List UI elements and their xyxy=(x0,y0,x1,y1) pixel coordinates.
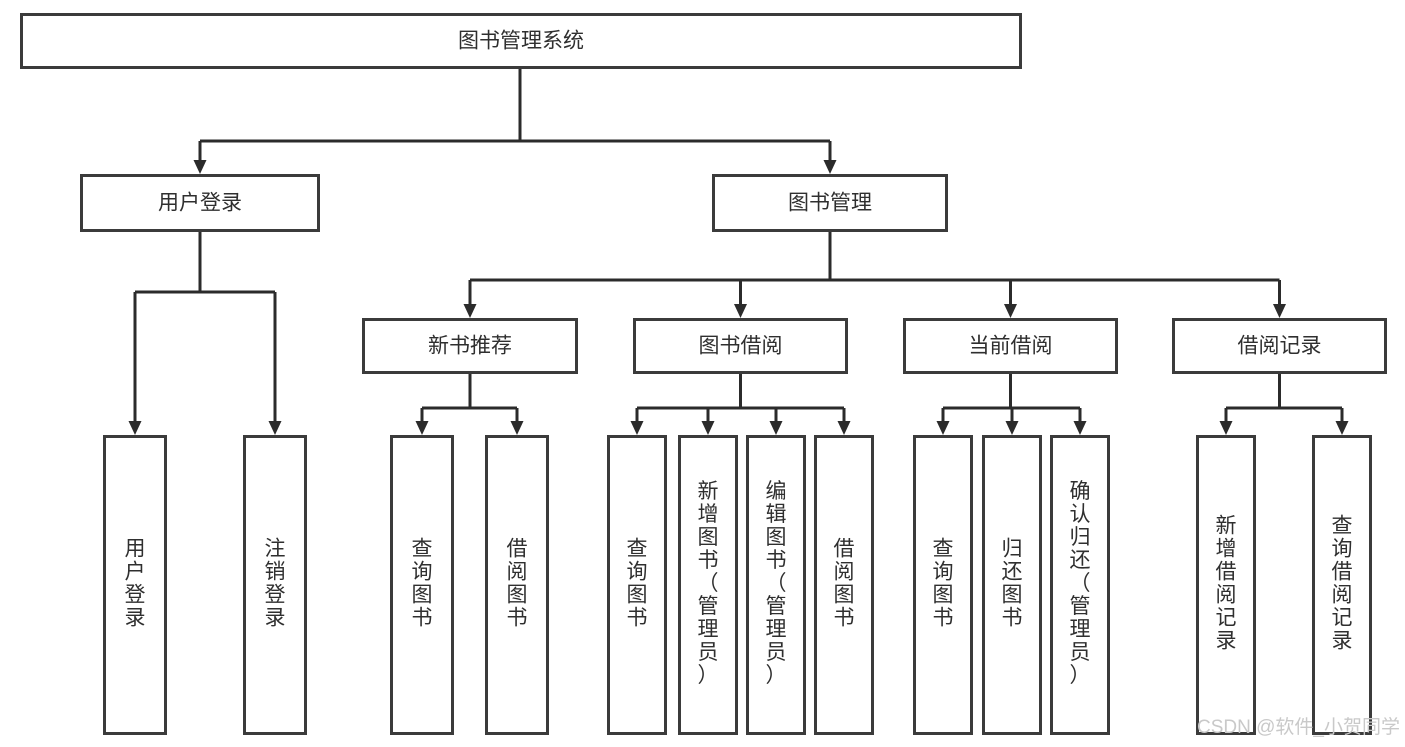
connector-group-borrow-record xyxy=(1219,374,1349,435)
arrow-head-icon xyxy=(193,160,207,174)
node-leaf-confirm-return-admin[interactable]: 确认归还（管理员） xyxy=(1050,435,1110,735)
arrow-head-icon xyxy=(1335,421,1349,435)
connector-group-new-book-recommend xyxy=(415,374,524,435)
arrow-head-icon xyxy=(837,421,851,435)
node-current-borrow[interactable]: 当前借阅 xyxy=(903,318,1118,374)
node-leaf-user-login[interactable]: 用户登录 xyxy=(103,435,167,735)
node-leaf-borrow-book-1[interactable]: 借阅图书 xyxy=(485,435,549,735)
arrow-head-icon xyxy=(415,421,429,435)
arrow-head-icon xyxy=(1273,304,1286,318)
node-root-图书管理系统[interactable]: 图书管理系统 xyxy=(20,13,1022,69)
node-leaf-add-borrow-record[interactable]: 新增借阅记录 xyxy=(1196,435,1256,735)
node-new-book-recommend[interactable]: 新书推荐 xyxy=(362,318,578,374)
node-label: 确认归还（管理员） xyxy=(1070,480,1091,687)
arrow-head-icon xyxy=(128,421,142,435)
node-label: 当前借阅 xyxy=(969,335,1053,358)
node-label: 图书借阅 xyxy=(699,335,783,358)
arrow-head-icon xyxy=(510,421,524,435)
csdn-watermark: CSDN @软件_小贺同学 xyxy=(1197,716,1400,738)
node-label: 查询借阅记录 xyxy=(1332,515,1353,653)
connector-group-book-borrow xyxy=(630,374,851,435)
node-book-manage[interactable]: 图书管理 xyxy=(712,174,948,232)
arrow-head-icon xyxy=(268,421,282,435)
node-label: 借阅图书 xyxy=(507,538,528,630)
arrow-head-icon xyxy=(701,421,715,435)
arrow-head-icon xyxy=(1004,304,1017,318)
arrow-head-icon xyxy=(769,421,783,435)
node-label: 查询图书 xyxy=(933,538,954,630)
node-label: 图书管理系统 xyxy=(458,30,584,53)
node-leaf-borrow-book-2[interactable]: 借阅图书 xyxy=(814,435,874,735)
node-leaf-query-book-3[interactable]: 查询图书 xyxy=(913,435,973,735)
node-user-login[interactable]: 用户登录 xyxy=(80,174,320,232)
node-borrow-record[interactable]: 借阅记录 xyxy=(1172,318,1387,374)
node-label: 图书管理 xyxy=(788,192,872,215)
connector-group-book-manage xyxy=(463,232,1286,318)
connector-group-root xyxy=(193,69,837,174)
connector-group-user-login xyxy=(128,232,282,435)
arrow-head-icon xyxy=(630,421,644,435)
node-leaf-return-book[interactable]: 归还图书 xyxy=(982,435,1042,735)
arrow-head-icon xyxy=(734,304,747,318)
node-label: 查询图书 xyxy=(627,538,648,630)
node-label: 查询图书 xyxy=(412,538,433,630)
arrow-head-icon xyxy=(936,421,950,435)
connector-group-current-borrow xyxy=(936,374,1087,435)
arrow-head-icon xyxy=(1005,421,1019,435)
arrow-head-icon xyxy=(823,160,837,174)
node-layer: 图书管理系统用户登录图书管理新书推荐图书借阅当前借阅借阅记录用户登录注销登录查询… xyxy=(20,13,1387,735)
node-label: 借阅记录 xyxy=(1238,335,1322,358)
node-label: 用户登录 xyxy=(125,538,146,630)
node-leaf-query-book-2[interactable]: 查询图书 xyxy=(607,435,667,735)
node-label: 新书推荐 xyxy=(428,335,512,358)
connector-layer xyxy=(128,69,1349,435)
node-leaf-query-book-1[interactable]: 查询图书 xyxy=(390,435,454,735)
node-label: 注销登录 xyxy=(265,538,286,630)
node-label: 用户登录 xyxy=(158,192,242,215)
node-label: 借阅图书 xyxy=(834,538,855,630)
node-leaf-edit-book-admin[interactable]: 编辑图书（管理员） xyxy=(746,435,806,735)
node-label: 新增借阅记录 xyxy=(1216,515,1237,653)
arrow-head-icon xyxy=(1219,421,1233,435)
node-label: 新增图书（管理员） xyxy=(698,480,719,687)
node-label: 编辑图书（管理员） xyxy=(766,480,787,687)
node-leaf-query-borrow-record[interactable]: 查询借阅记录 xyxy=(1312,435,1372,735)
arrow-head-icon xyxy=(1073,421,1087,435)
arrow-head-icon xyxy=(463,304,477,318)
node-leaf-add-book-admin[interactable]: 新增图书（管理员） xyxy=(678,435,738,735)
node-book-borrow[interactable]: 图书借阅 xyxy=(633,318,848,374)
node-leaf-user-logout[interactable]: 注销登录 xyxy=(243,435,307,735)
node-label: 归还图书 xyxy=(1002,538,1023,630)
